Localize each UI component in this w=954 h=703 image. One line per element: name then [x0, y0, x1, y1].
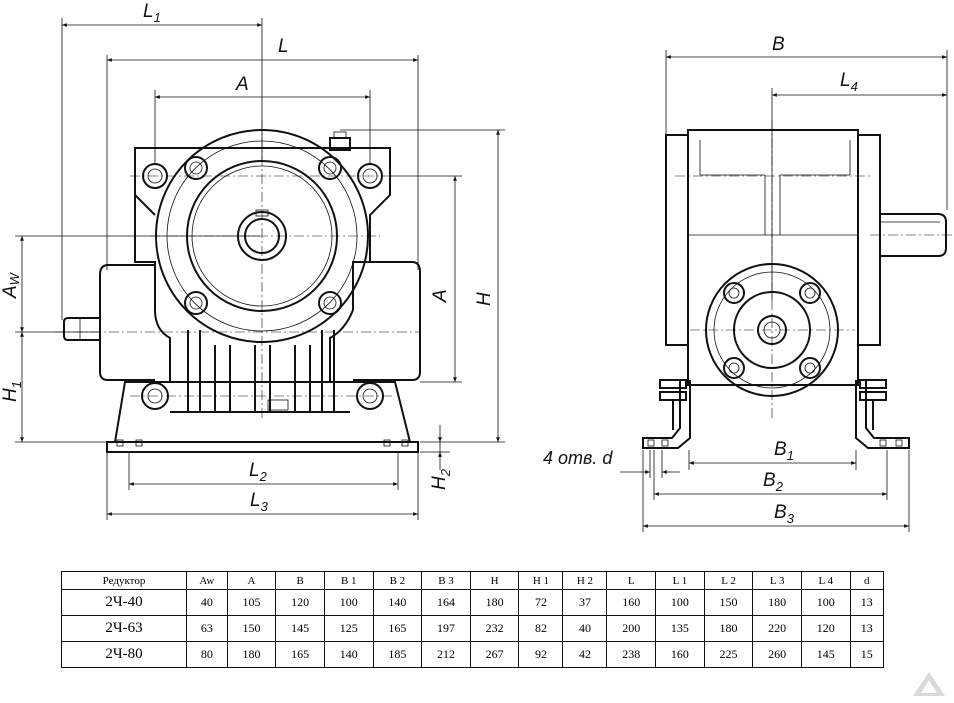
label-a-top: A [235, 74, 249, 95]
cell: 260 [752, 641, 802, 668]
header-l2: L 2 [703, 571, 754, 590]
label-l1: L1 [143, 1, 161, 25]
header-l: L [606, 571, 657, 590]
cell: 135 [655, 615, 705, 642]
cell: 100 [323, 589, 374, 616]
header-b3: B 3 [421, 571, 471, 590]
header-h1: H 1 [518, 571, 564, 590]
cell: 145 [800, 641, 851, 668]
table-header-row: Редуктор Aw A B B 1 B 2 B 3 H H 1 H 2 L … [61, 571, 885, 590]
cell: 13 [849, 615, 885, 642]
cell: 165 [372, 615, 423, 642]
cell: 225 [703, 641, 754, 668]
cell: 267 [469, 641, 520, 668]
cell-model: 2Ч-40 [61, 589, 187, 616]
label-b1: B1 [774, 439, 794, 463]
gearbox-drawing: L1 L A AW H1 A H H2 L2 L3 [0, 1, 954, 532]
foot-right [855, 380, 910, 449]
cell: 150 [703, 589, 754, 616]
cell-model: 2Ч-80 [61, 641, 187, 668]
label-h2: H2 [429, 468, 453, 490]
cell: 13 [849, 589, 885, 616]
cell: 42 [562, 641, 608, 668]
left-boss [99, 264, 155, 381]
cell: 80 [186, 641, 228, 668]
input-shaft [63, 317, 100, 341]
cell-model: 2Ч-63 [61, 615, 187, 642]
cell: 40 [562, 615, 608, 642]
header-l3: L 3 [752, 571, 802, 590]
label-b: B [772, 34, 785, 55]
side-view [620, 50, 954, 532]
cell: 72 [518, 589, 564, 616]
label-b3: B3 [774, 502, 795, 526]
cell: 105 [226, 589, 277, 616]
cell: 100 [655, 589, 705, 616]
side-housing [687, 129, 859, 386]
label-b2: B2 [763, 470, 784, 494]
cell: 140 [372, 589, 423, 616]
label-l: L [278, 36, 289, 57]
cell: 180 [703, 615, 754, 642]
front-housing [134, 147, 391, 383]
cell: 15 [849, 641, 885, 668]
cell: 180 [226, 641, 277, 668]
cell: 40 [186, 589, 228, 616]
cell: 125 [323, 615, 374, 642]
cell: 140 [323, 641, 374, 668]
cell: 232 [469, 615, 520, 642]
cell: 82 [518, 615, 564, 642]
foot-left [642, 380, 691, 449]
label-l3: L3 [250, 490, 269, 514]
dimensions-table: Редуктор Aw A B B 1 B 2 B 3 H H 1 H 2 L … [61, 571, 885, 668]
table-row: 2Ч-80 80 180 165 140 185 212 267 92 42 2… [61, 641, 885, 668]
header-l4: L 4 [800, 571, 851, 590]
header-h2: H 2 [562, 571, 608, 590]
label-h: H [474, 292, 495, 306]
label-aw: AW [0, 271, 22, 299]
flange-bolts [184, 156, 342, 315]
label-a-side: A [430, 289, 451, 303]
cell: 145 [275, 615, 325, 642]
header-h: H [469, 571, 520, 590]
cell: 37 [562, 589, 608, 616]
cell: 197 [421, 615, 471, 642]
holes-note: 4 отв. d [543, 448, 613, 468]
cell: 160 [655, 641, 705, 668]
header-model: Редуктор [61, 571, 187, 590]
table-row: 2Ч-63 63 150 145 125 165 197 232 82 40 2… [61, 615, 885, 642]
cell: 200 [606, 615, 657, 642]
header-d: d [849, 571, 885, 590]
cell: 120 [800, 615, 851, 642]
label-l4: L4 [840, 70, 858, 94]
label-h1: H1 [0, 381, 24, 402]
cell: 180 [469, 589, 520, 616]
header-b: B [275, 571, 325, 590]
label-l2: L2 [249, 460, 268, 484]
table-row: 2Ч-40 40 105 120 100 140 164 180 72 37 1… [61, 589, 885, 616]
cell: 120 [275, 589, 325, 616]
header-b1: B 1 [323, 571, 374, 590]
cell: 212 [421, 641, 471, 668]
side-flange-bolts [723, 282, 821, 379]
header-a: A [226, 571, 277, 590]
cell: 150 [226, 615, 277, 642]
base-plate [106, 441, 419, 453]
right-boss [353, 261, 421, 381]
triangle-logo-icon [913, 672, 945, 696]
cell: 160 [606, 589, 657, 616]
cell: 180 [752, 589, 802, 616]
cell: 238 [606, 641, 657, 668]
cell: 220 [752, 615, 802, 642]
cell: 100 [800, 589, 851, 616]
header-b2: B 2 [372, 571, 423, 590]
cell: 165 [275, 641, 325, 668]
cell: 92 [518, 641, 564, 668]
header-l1: L 1 [655, 571, 705, 590]
cell: 63 [186, 615, 228, 642]
cell: 185 [372, 641, 423, 668]
cell: 164 [421, 589, 471, 616]
header-aw: Aw [186, 571, 228, 590]
front-view [15, 18, 505, 520]
